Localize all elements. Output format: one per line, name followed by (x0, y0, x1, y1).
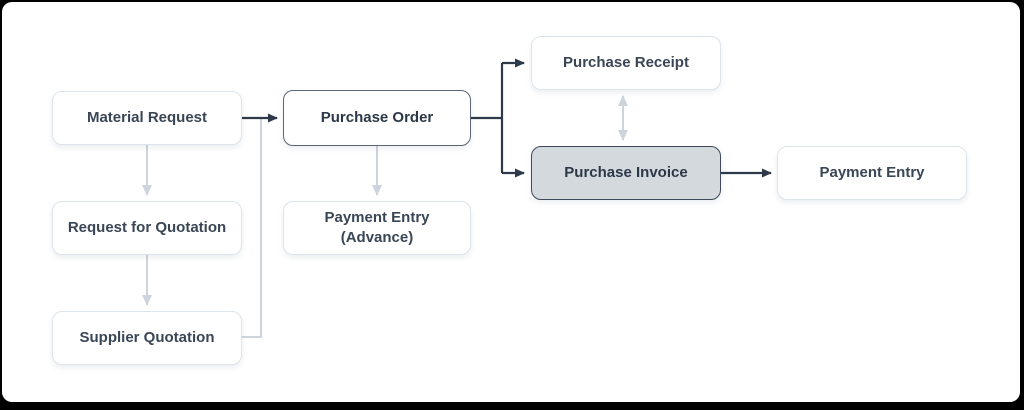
node-request-for-quotation: Request for Quotation (52, 201, 242, 255)
node-purchase-order: Purchase Order (283, 90, 471, 146)
node-purchase-receipt-label: Purchase Receipt (563, 53, 689, 71)
node-payment-entry: Payment Entry (777, 146, 967, 200)
node-purchase-receipt: Purchase Receipt (531, 36, 721, 90)
node-payment-entry-advance: Payment Entry (Advance) (283, 201, 471, 255)
node-purchase-invoice-label: Purchase Invoice (564, 163, 688, 181)
node-request-for-quotation-label: Request for Quotation (67, 218, 227, 236)
node-material-request: Material Request (52, 91, 242, 145)
node-payment-entry-label: Payment Entry (819, 163, 925, 181)
node-purchase-invoice: Purchase Invoice (531, 146, 721, 200)
node-supplier-quotation-label: Supplier Quotation (79, 328, 215, 346)
node-payment-entry-advance-label: Payment Entry (Advance) (324, 208, 430, 246)
node-purchase-order-label: Purchase Order (320, 108, 434, 126)
edge-purchase-order-branch (471, 63, 504, 173)
node-supplier-quotation: Supplier Quotation (52, 311, 242, 365)
edge-supplier-quotation-to-purchase-order-elbow (242, 119, 262, 338)
node-material-request-label: Material Request (86, 108, 208, 126)
